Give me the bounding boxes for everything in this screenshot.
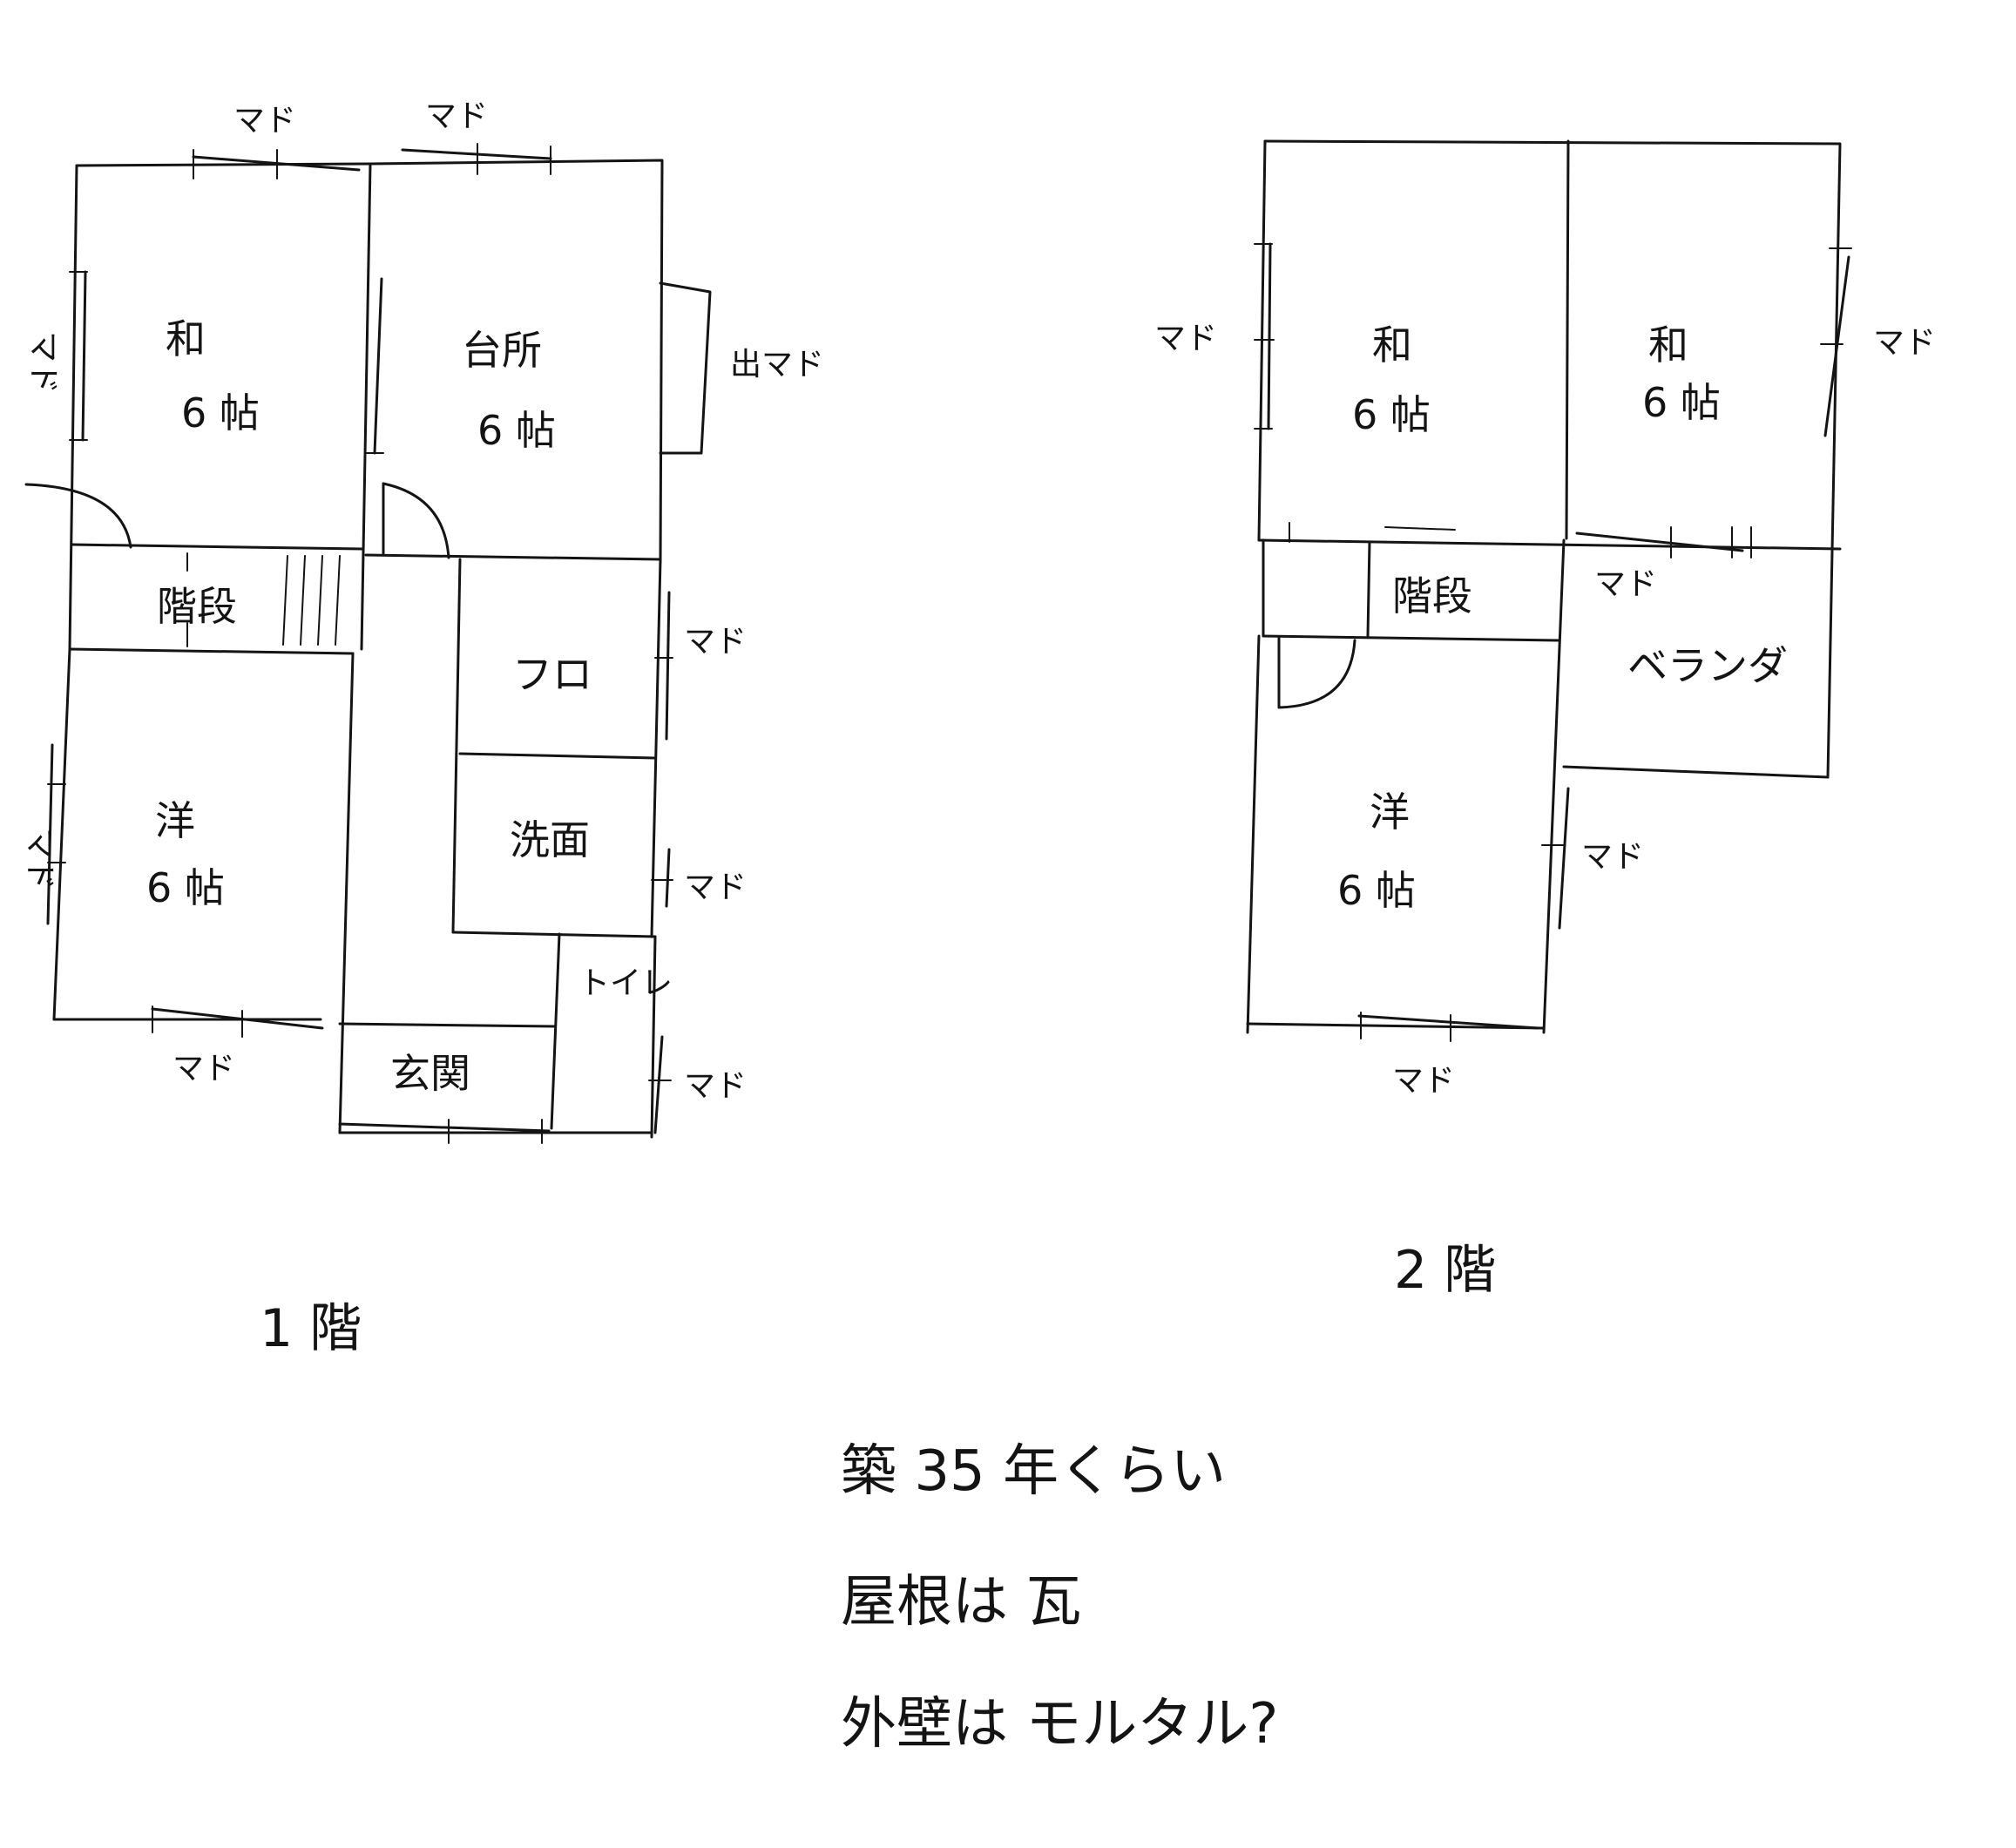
notes: 築 35 年くらい 屋根は 瓦 外壁は モルタル?	[841, 1439, 1278, 1757]
f1-entrance-label: 玄関	[390, 1050, 470, 1097]
floor1-walls	[24, 159, 712, 1139]
f1-window-bay: 出マド	[730, 347, 824, 382]
floor1-window-marks	[46, 143, 673, 1144]
f1-window-bath: マド	[684, 624, 747, 660]
f2-wa-right-name: 和	[1648, 322, 1688, 369]
floor1-plan: 和 6 帖 台所 6 帖 階段 フロ 洗面 洋 6 帖 トイレ 玄関 マド マド…	[22, 98, 824, 1359]
f1-toilet-label: トイレ	[578, 965, 673, 1001]
f2-yo-name: 洋	[1370, 789, 1410, 836]
floor2-walls	[1246, 139, 1842, 1034]
f1-bath-label: フロ	[512, 651, 592, 698]
f1-window-left-lower: マド	[22, 828, 58, 890]
floor2-plan: 和 6 帖 和 6 帖 階段 ベランダ 洋 6 帖 マド マド マド マド マド…	[1154, 139, 1936, 1301]
f2-wa-left-name: 和	[1372, 322, 1412, 369]
f2-window-bottom: マド	[1392, 1063, 1455, 1099]
note-exterior-wall: 外壁は モルタル?	[841, 1692, 1278, 1757]
f1-window-left-upper: マド	[25, 331, 61, 394]
f2-veranda-label: ベランダ	[1627, 642, 1788, 689]
f1-wa-name: 和	[166, 315, 206, 362]
f2-window-veranda: マド	[1594, 566, 1657, 602]
f2-window-yo-right: マド	[1581, 839, 1644, 875]
floor1-title: 1 階	[260, 1298, 362, 1359]
f2-stairs-label: 階段	[1392, 572, 1472, 619]
f1-window-toilet: マド	[684, 1068, 747, 1104]
f1-window-top-left: マド	[233, 103, 296, 139]
f1-yo-size: 6 帖	[146, 864, 225, 911]
f1-window-top-right: マド	[425, 98, 488, 134]
floor2-title: 2 階	[1394, 1240, 1496, 1301]
f1-kitchen-size: 6 帖	[477, 407, 556, 454]
f2-window-left: マド	[1154, 321, 1217, 356]
note-building-age: 築 35 年くらい	[841, 1439, 1226, 1504]
f1-washroom-label: 洗面	[510, 816, 590, 863]
f1-kitchen-name: 台所	[462, 327, 542, 374]
f1-window-bottom: マド	[173, 1051, 235, 1086]
floor2-window-marks	[1254, 242, 1852, 1042]
f2-yo-size: 6 帖	[1337, 867, 1416, 914]
f1-yo-name: 洋	[155, 797, 195, 844]
f1-window-washroom: マド	[684, 870, 747, 905]
f1-stairs-label: 階段	[157, 583, 237, 630]
f1-wa-size: 6 帖	[181, 389, 260, 437]
f2-window-right: マド	[1873, 325, 1936, 361]
f2-wa-left-size: 6 帖	[1352, 391, 1431, 438]
f2-wa-right-size: 6 帖	[1642, 379, 1721, 426]
note-roof: 屋根は 瓦	[841, 1570, 1081, 1635]
